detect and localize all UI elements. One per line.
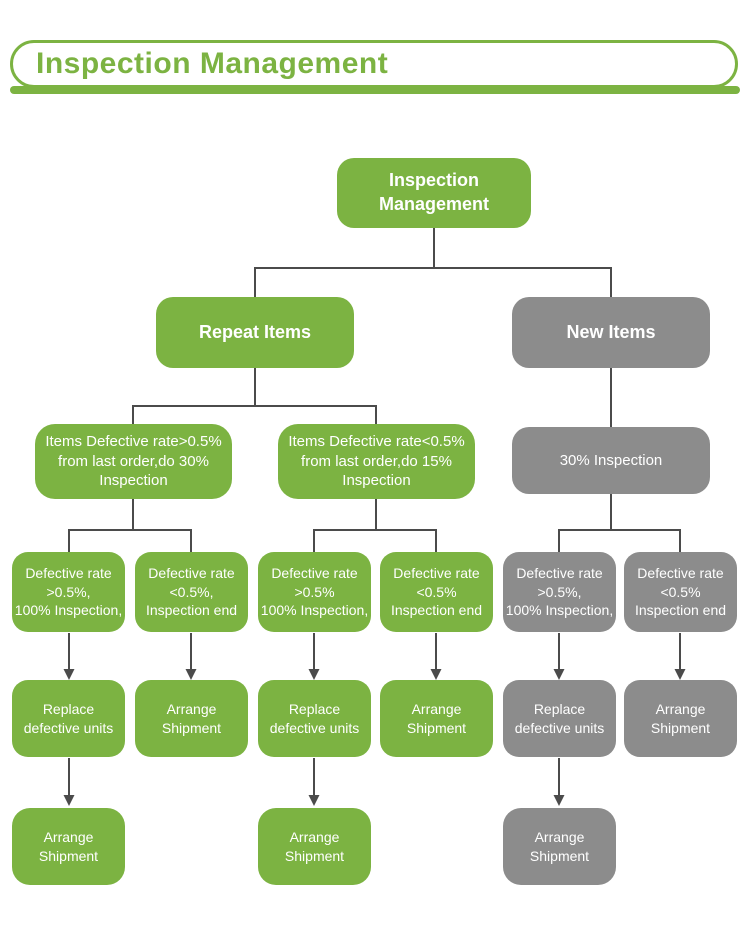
node-final-arrange-shipment-2: Arrange Shipment	[258, 808, 371, 885]
node-new30-rate-high: Defective rate >0.5%, 100% Inspection,	[503, 552, 616, 632]
node-repeat-high-rate-30-inspection: Items Defective rate>0.5% from last orde…	[35, 424, 232, 499]
node-repeat-low-rate-15-inspection: Items Defective rate<0.5% from last orde…	[278, 424, 475, 499]
node-repeat15-rate-high: Defective rate >0.5% 100% Inspection,	[258, 552, 371, 632]
node-repeat15-rate-low: Defective rate <0.5% Inspection end	[380, 552, 493, 632]
node-replace-units-3: Replace defective units	[503, 680, 616, 757]
node-arrange-shipment-2: Arrange Shipment	[380, 680, 493, 757]
node-replace-units-1: Replace defective units	[12, 680, 125, 757]
page-title: Inspection Management	[36, 47, 389, 80]
node-new-items: New Items	[512, 297, 710, 368]
node-new-30-inspection: 30% Inspection	[512, 427, 710, 494]
node-repeat30-rate-high: Defective rate >0.5%, 100% Inspection,	[12, 552, 125, 632]
node-replace-units-2: Replace defective units	[258, 680, 371, 757]
node-final-arrange-shipment-1: Arrange Shipment	[12, 808, 125, 885]
node-arrange-shipment-1: Arrange Shipment	[135, 680, 248, 757]
node-inspection-management: Inspection Management	[337, 158, 531, 228]
node-repeat30-rate-low: Defective rate <0.5%, Inspection end	[135, 552, 248, 632]
node-arrange-shipment-3: Arrange Shipment	[624, 680, 737, 757]
node-repeat-items: Repeat Items	[156, 297, 354, 368]
header-underline	[10, 86, 740, 94]
node-new30-rate-low: Defective rate <0.5% Inspection end	[624, 552, 737, 632]
node-final-arrange-shipment-3: Arrange Shipment	[503, 808, 616, 885]
